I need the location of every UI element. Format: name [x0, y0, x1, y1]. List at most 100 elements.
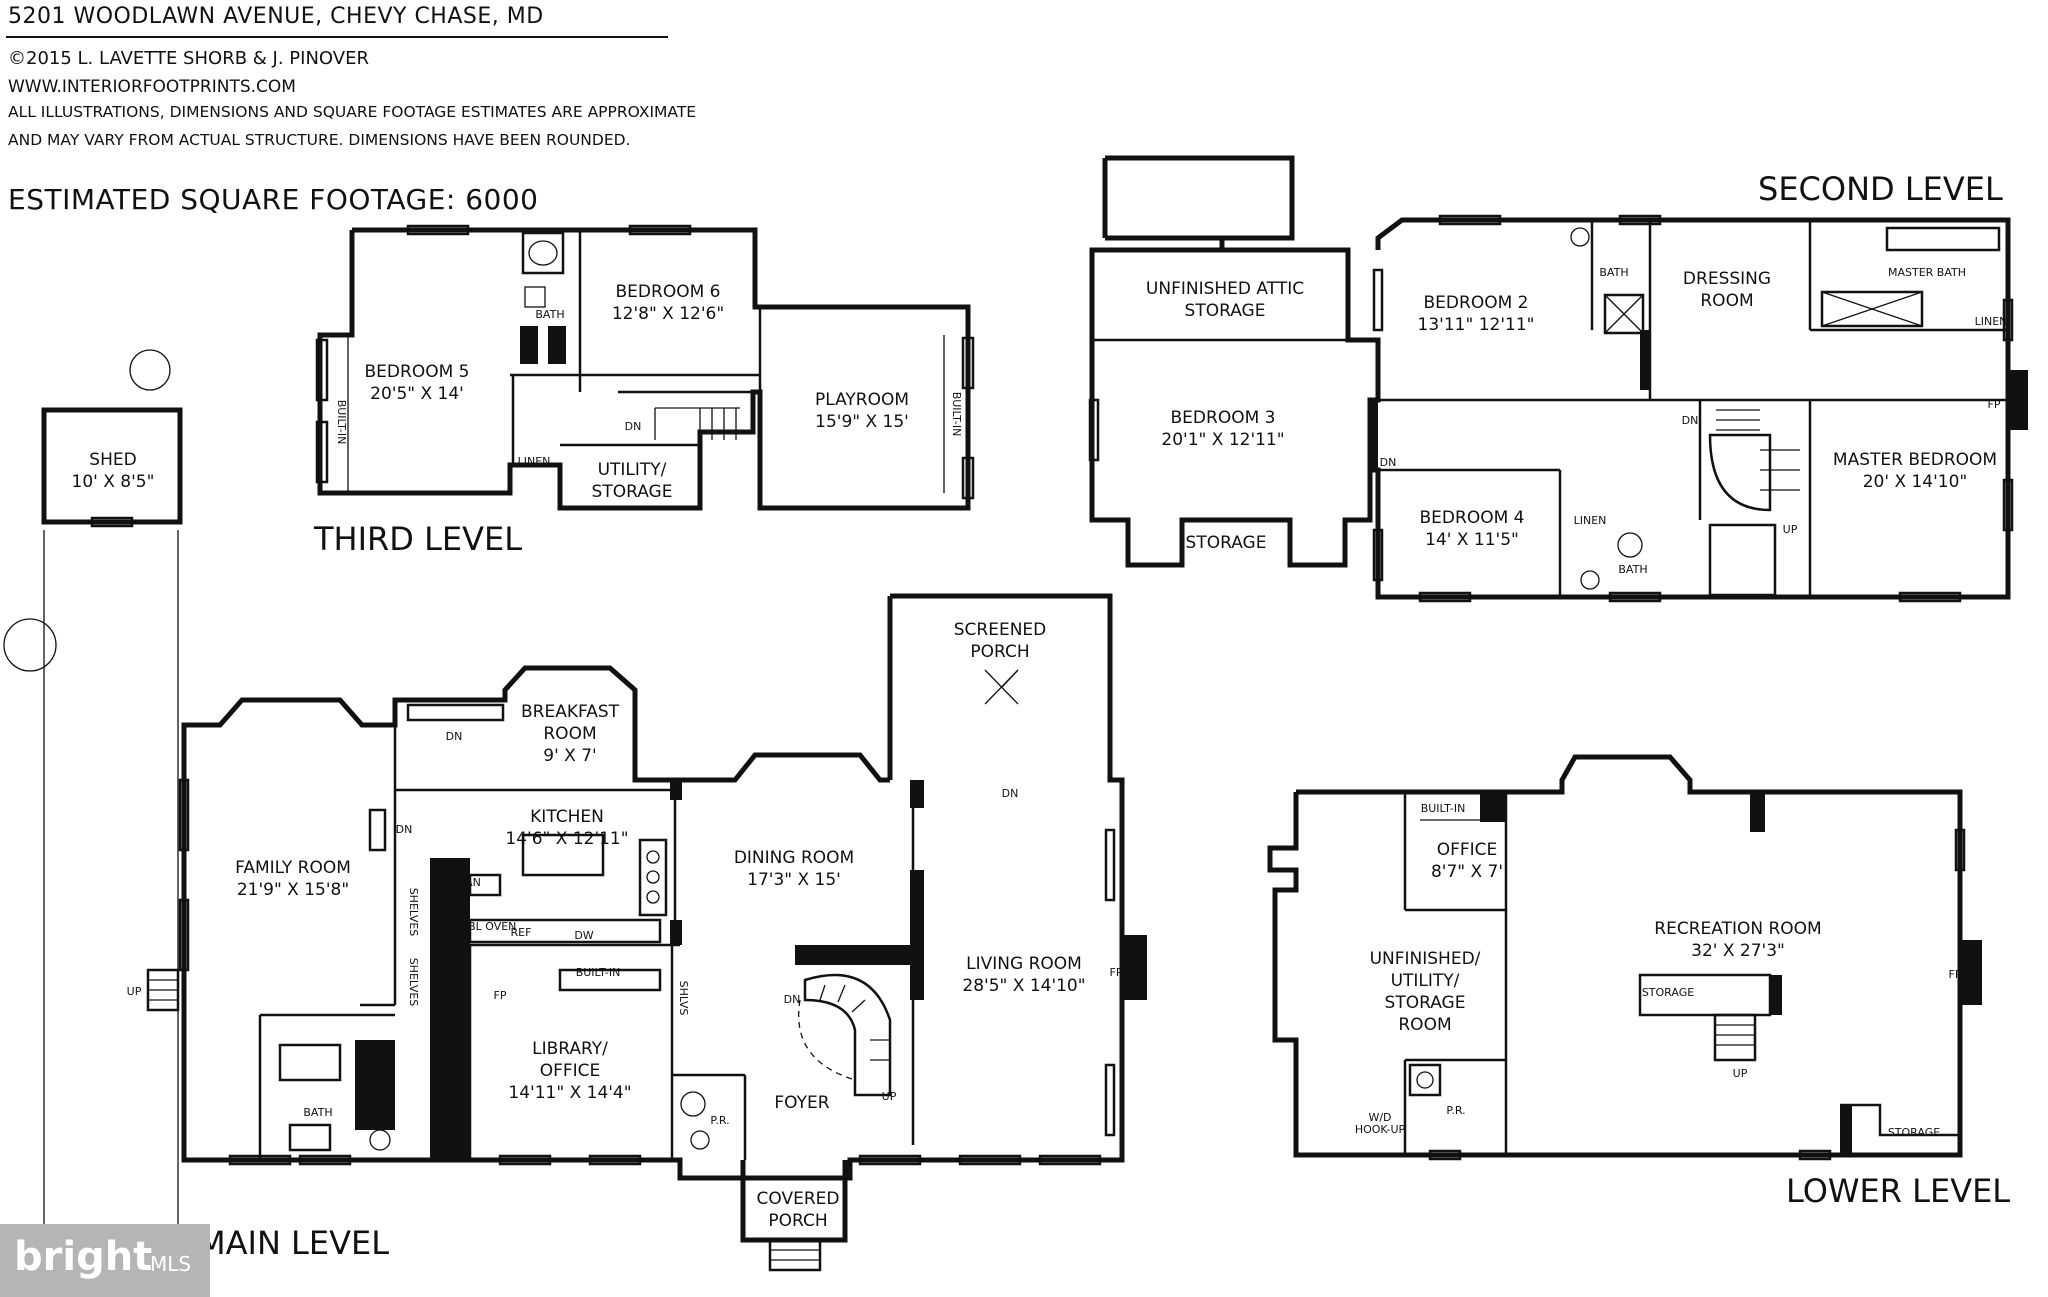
third-level-title: THIRD LEVEL	[313, 520, 522, 558]
recreation-dims: 32' X 27'3"	[1691, 941, 1785, 961]
family-room-name: FAMILY ROOM	[235, 858, 351, 878]
third-level-plan	[315, 224, 975, 511]
storage-2-label: STORAGE	[1186, 533, 1267, 553]
storage-l1-label: STORAGE	[1642, 986, 1694, 999]
wd-line2: HOOK-UP	[1355, 1123, 1406, 1136]
disclaimer-line-1: ALL ILLUSTRATIONS, DIMENSIONS AND SQUARE…	[8, 103, 697, 121]
bedroom5-name: BEDROOM 5	[365, 362, 470, 382]
bath-2b-label: BATH	[1618, 563, 1647, 576]
office-dims: 8'7" X 7'	[1431, 862, 1503, 882]
unfinished-line4: ROOM	[1398, 1015, 1451, 1035]
shed-name: SHED	[89, 450, 136, 470]
utility-storage-3-line2: STORAGE	[592, 482, 673, 502]
library-line2: OFFICE	[540, 1061, 601, 1081]
kitchen-dims: 14'6" X 12'11"	[505, 829, 628, 849]
linen-2b-label: LINEN	[1574, 514, 1607, 527]
pr-lower-label: P.R.	[1446, 1104, 1465, 1117]
ref-label: REF	[511, 926, 532, 939]
main-level-title: MAIN LEVEL	[198, 1224, 389, 1262]
bright-mls-logo: bright MLS	[0, 1224, 210, 1297]
logo-brand-text: bright	[14, 1234, 153, 1280]
dining-room-dims: 17'3" X 15'	[747, 870, 841, 890]
disclaimer-line-2: AND MAY VARY FROM ACTUAL STRUCTURE. DIME…	[8, 131, 631, 149]
bedroom6-name: BEDROOM 6	[616, 282, 721, 302]
attic-line2: STORAGE	[1185, 301, 1266, 321]
wd-line1: W/D	[1368, 1111, 1391, 1124]
builtin-3b-label: BUILT-IN	[950, 392, 963, 437]
dn-porch: DN	[1002, 787, 1019, 800]
living-room-dims: 28'5" X 14'10"	[962, 976, 1085, 996]
bedroom2-dims: 13'11" 12'11"	[1418, 315, 1535, 335]
square-footage-label: ESTIMATED SQUARE FOOTAGE: 6000	[8, 183, 539, 216]
fp-lower-label: FP	[1949, 968, 1962, 981]
kitchen-name: KITCHEN	[530, 807, 604, 827]
breakfast-line2: ROOM	[543, 724, 596, 744]
dressing-line1: DRESSING	[1683, 269, 1771, 289]
foyer-label: FOYER	[774, 1093, 829, 1113]
dn-foyer: DN	[784, 993, 801, 1006]
shed-structure	[3, 349, 183, 1290]
breakfast-name: BREAKFAST	[521, 702, 620, 722]
breakfast-dims: 9' X 7'	[543, 746, 596, 766]
dn-second-stair: DN	[1682, 414, 1699, 427]
lower-level-title: LOWER LEVEL	[1786, 1172, 2010, 1210]
master-bedroom-dims: 20' X 14'10"	[1863, 472, 1968, 492]
fp-second-label: FP	[1988, 398, 2001, 411]
pan-label: PAN	[459, 876, 481, 889]
master-bedroom-name: MASTER BEDROOM	[1833, 450, 1997, 470]
dn-breakfast: DN	[446, 730, 463, 743]
recreation-name: RECREATION ROOM	[1654, 919, 1821, 939]
family-room-dims: 21'9" X 15'8"	[237, 880, 349, 900]
main-level-plan	[146, 593, 1147, 1272]
covered-porch-line2: PORCH	[768, 1211, 827, 1231]
dw-label: DW	[574, 929, 593, 942]
office-name: OFFICE	[1437, 840, 1498, 860]
builtin-3a-label: BUILT-IN	[335, 400, 348, 445]
dressing-line2: ROOM	[1700, 291, 1753, 311]
attic-line1: UNFINISHED ATTIC	[1146, 279, 1304, 299]
unfinished-line1: UNFINISHED/	[1370, 949, 1481, 969]
second-level-plan	[1088, 155, 2028, 603]
dn-second-b3: DN	[1380, 456, 1397, 469]
copyright-notice: ©2015 L. LAVETTE SHORB & J. PINOVER	[8, 48, 369, 69]
covered-porch-line1: COVERED	[757, 1189, 840, 1209]
logo-mls-text: MLS	[150, 1252, 192, 1276]
utility-storage-3-line1: UTILITY/	[598, 460, 667, 480]
linen-3-label: LINEN	[518, 455, 551, 468]
bedroom3-dims: 20'1" X 12'11"	[1161, 430, 1284, 450]
bath-main-label: BATH	[303, 1106, 332, 1119]
property-address: 5201 WOODLAWN AVENUE, CHEVY CHASE, MD	[8, 4, 544, 29]
shlvs-label: SHLVS	[677, 981, 690, 1016]
dn-3-label: DN	[625, 420, 642, 433]
bedroom3-name: BEDROOM 3	[1171, 408, 1276, 428]
bedroom2-name: BEDROOM 2	[1424, 293, 1529, 313]
pr-main-label: P.R.	[710, 1114, 729, 1127]
shed-dims: 10' X 8'5"	[72, 472, 155, 492]
playroom-dims: 15'9" X 15'	[815, 412, 909, 432]
builtin-main-label: BUILT-IN	[576, 966, 621, 979]
library-dims: 14'11" X 14'4"	[508, 1083, 631, 1103]
second-level-title: SECOND LEVEL	[1758, 170, 2003, 208]
up-family: UP	[127, 985, 142, 998]
website-text: WWW.INTERIORFOOTPRINTS.COM	[8, 77, 296, 97]
playroom-name: PLAYROOM	[815, 390, 909, 410]
dn-family: DN	[396, 823, 413, 836]
fp-living-label: FP	[1110, 966, 1123, 979]
living-room-name: LIVING ROOM	[966, 954, 1082, 974]
up-foyer: UP	[882, 1090, 897, 1103]
bedroom4-dims: 14' X 11'5"	[1425, 530, 1519, 550]
bath-2a-label: BATH	[1599, 266, 1628, 279]
bedroom5-dims: 20'5" X 14'	[370, 384, 464, 404]
address-underline	[6, 36, 668, 38]
lower-level-plan	[1267, 754, 1982, 1161]
dining-room-name: DINING ROOM	[734, 848, 854, 868]
bedroom6-dims: 12'8" X 12'6"	[612, 304, 724, 324]
unfinished-line2: UTILITY/	[1391, 971, 1460, 991]
screened-porch-line2: PORCH	[970, 642, 1029, 662]
bath-3-label: BATH	[535, 308, 564, 321]
storage-l2-label: STORAGE	[1888, 1126, 1940, 1139]
builtin-lower-label: BUILT-IN	[1421, 802, 1466, 815]
bedroom4-name: BEDROOM 4	[1420, 508, 1525, 528]
linen-2a-label: LINEN	[1975, 315, 2008, 328]
